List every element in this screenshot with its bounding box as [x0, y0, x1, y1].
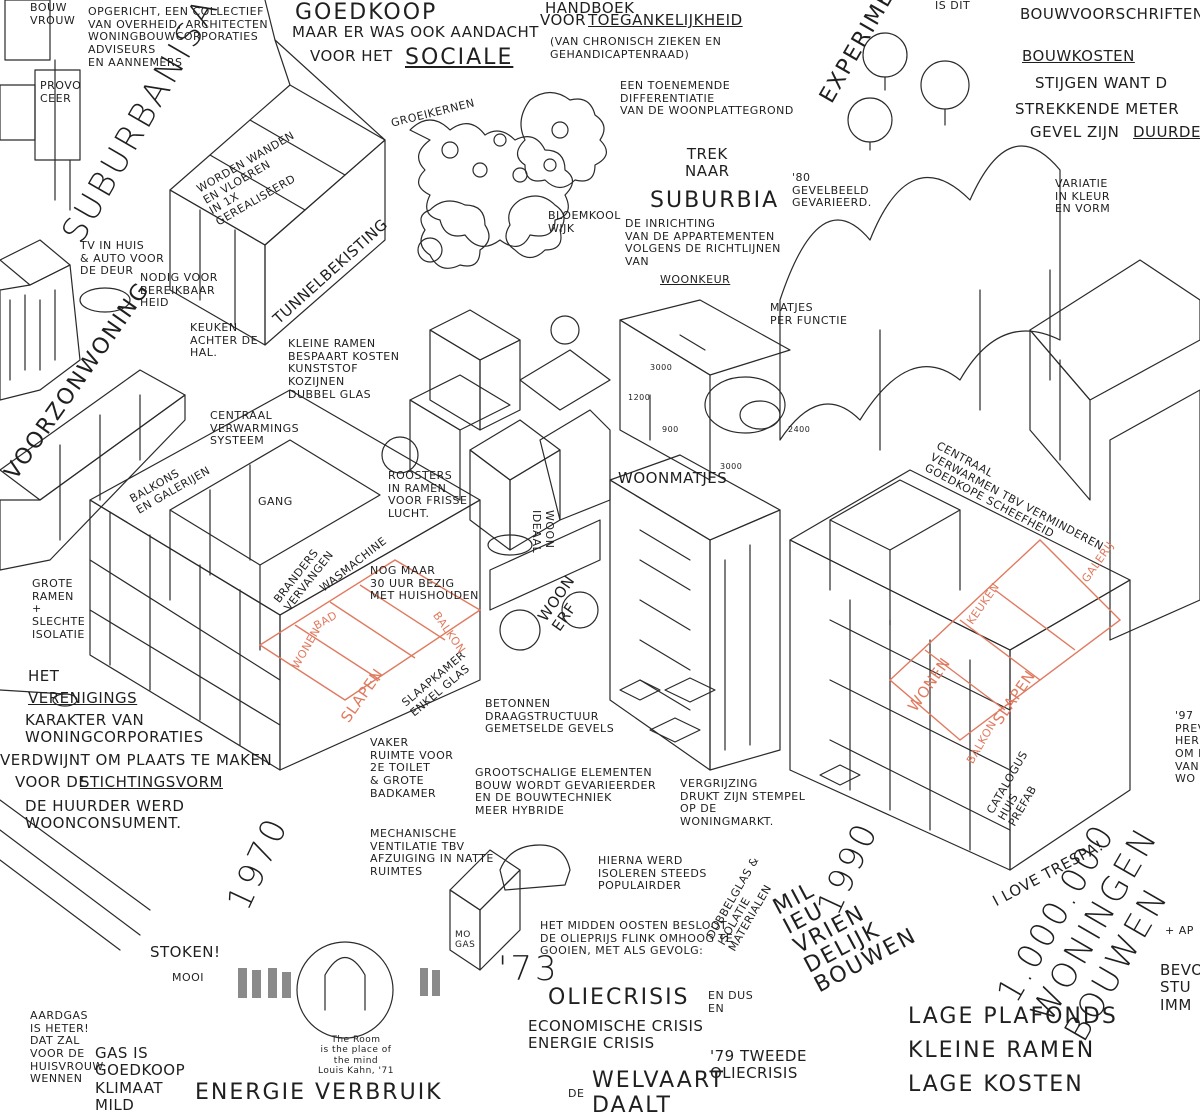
long-slab-building	[0, 369, 186, 571]
label-en-dus: EN DUS EN	[708, 989, 754, 1015]
gallery-flat	[89, 389, 481, 771]
label-bevo: BEVO STU IMM	[1160, 961, 1200, 1014]
label-woonmatjes: WOONMATJES	[618, 469, 728, 487]
label-woonideaal: WOON IDEAAL	[530, 510, 556, 554]
label-hierna: HIERNA WERD ISOLEREN STEEDS POPULAIRDER	[598, 854, 707, 893]
wave-roof-row	[779, 145, 1061, 451]
experimental-domes	[847, 32, 970, 151]
dim-900: 900	[662, 425, 679, 434]
label-grootschalige: GROOTSCHALIGE ELEMENTEN BOUW WORDT GEVAR…	[475, 766, 657, 817]
label-voor-het: VOOR HET	[310, 47, 393, 65]
label-het: HET	[28, 667, 60, 685]
bloemkoolwijk-map	[409, 91, 607, 269]
woonmatjes-tower	[609, 299, 791, 771]
label-gas-goedkoop: GAS IS GOEDKOOP KLIMAAT MILD	[95, 1044, 186, 1114]
dim-2400: 2400	[788, 425, 811, 434]
prefab-block-right	[789, 469, 1131, 871]
label-energie: ENERGIE VERBRUIK	[195, 1080, 443, 1105]
label-nodig-voor: NODIG VOOR BEREIKBAAR HEID	[140, 271, 218, 310]
label-nog-maar: NOG MAAR 30 UUR BEZIG MET HUISHOUDEN	[370, 564, 479, 603]
label-trek-naar: TREK NAAR	[685, 145, 730, 181]
label-variatie: VARIATIE IN KLEUR EN VORM	[1055, 177, 1111, 216]
label-bouwvrouw: BOUW VROUW	[30, 1, 76, 27]
label-woonkeur: WOONKEUR	[660, 273, 731, 286]
label-oliecrisis: OLIECRISIS	[548, 985, 690, 1010]
label-inrichting: DE INRICHTING VAN DE APPARTEMENTEN VOLGE…	[625, 217, 781, 268]
label-year-97: '97 PREVE HERSTR OM DE VAN DE WO	[1175, 709, 1200, 786]
label-goedkoop: GOEDKOOP	[295, 0, 438, 25]
terrace-houses-right	[1029, 259, 1200, 641]
label-roosters: ROOSTERS IN RAMEN VOOR FRISSE LUCHT.	[388, 469, 468, 520]
gas-kiosk	[449, 849, 521, 971]
label-ap: + AP	[1165, 924, 1194, 937]
label-tweede: '79 TWEEDE OLIECRISIS	[710, 1047, 807, 1083]
label-is-dit: IS DIT	[935, 0, 971, 12]
label-the-room: The Room is the place of the mind Louis …	[318, 1035, 394, 1077]
label-strekkende: STREKKENDE METER	[1015, 100, 1180, 118]
label-bouwvoorschriften: BOUWVOORSCHRIFTEN	[1020, 5, 1200, 23]
label-duurder: DUURDE	[1133, 123, 1200, 141]
label-keuken: KEUKEN ACHTER DE HAL.	[190, 321, 259, 360]
label-sociale: SOCIALE	[405, 45, 514, 70]
label-betonnen: BETONNEN DRAAGSTRUCTUUR GEMETSELDE GEVEL…	[485, 697, 615, 736]
label-bouwkosten: BOUWKOSTEN	[1022, 47, 1135, 65]
label-karakter: KARAKTER VAN WONINGCORPORATIES	[25, 711, 204, 747]
label-mo-gas: MO GAS	[455, 930, 476, 951]
label-stijgen: STIJGEN WANT D	[1035, 74, 1168, 92]
people	[238, 968, 440, 998]
floorplans-red	[258, 539, 1122, 741]
label-vaker: VAKER RUIMTE VOOR 2E TOILET & GROTE BADK…	[370, 736, 454, 800]
label-voor: VOOR	[540, 11, 587, 29]
label-gang: GANG	[258, 495, 293, 508]
label-mechanische: MECHANISCHE VENTILATIE TBV AFZUIGING IN …	[370, 827, 494, 878]
dim-1200: 1200	[628, 393, 651, 402]
dim-3000-bottom: 3000	[720, 462, 743, 471]
label-voor-de: VOOR DE	[15, 773, 89, 791]
trees	[381, 237, 599, 651]
label-suburbia: SUBURBIA	[650, 188, 780, 213]
label-year-73: '73	[498, 949, 560, 989]
label-aardgas: AARDGAS IS HETER! DAT ZAL VOOR DE HUISVR…	[30, 1009, 104, 1086]
label-grote-ramen: GROTE RAMEN + SLECHTE ISOLATIE	[32, 577, 86, 641]
label-toenemende: EEN TOENEMENDE DIFFERENTIATIE VAN DE WOO…	[620, 79, 794, 118]
label-midden-oosten: HET MIDDEN OOSTEN BESLOOT DE OLIEPRIJS F…	[540, 919, 734, 958]
label-centraal-verwarmings: CENTRAAL VERWARMINGS SYSTEEM	[210, 409, 300, 448]
label-welvaart: WELVAART DAALT	[592, 1068, 725, 1119]
tunnelbekisting-block	[169, 0, 386, 346]
label-chronisch: (VAN CHRONISCH ZIEKEN EN GEHANDICAPTENRA…	[550, 35, 722, 61]
label-bloemkoolwijk: BLOEMKOOL WIJK	[548, 209, 621, 235]
label-handboek: HANDBOEK	[545, 0, 635, 17]
label-vergrijzing: VERGRIJZING DRUKT ZIJN STEMPEL OP DE WON…	[680, 777, 806, 828]
gas-pipes	[0, 689, 151, 951]
label-provoceer: PROVO CEER	[40, 79, 82, 105]
cars	[79, 287, 571, 891]
label-kleine-ramen: KLEINE RAMEN BESPAART KOSTEN KUNSTSTOF K…	[288, 337, 400, 401]
label-de-welvaart-prefix: DE	[568, 1087, 585, 1100]
label-stichtingsvorm: STICHTINGSVORM	[80, 773, 223, 791]
label-economische: ECONOMISCHE CRISIS ENERGIE CRISIS	[528, 1017, 704, 1053]
label-gevel-zijn: GEVEL ZIJN	[1030, 123, 1120, 141]
protest-signs	[0, 0, 81, 211]
label-verdwijnt: VERDWIJNT OM PLAATS TE MAKEN	[0, 751, 273, 769]
label-stoken: STOKEN!	[150, 943, 221, 961]
label-verenigings: VERENIGINGS	[28, 689, 138, 707]
label-lage: LAGE PLAFONDS KLEINE RAMEN LAGE KOSTEN	[908, 1004, 1118, 1098]
label-tv-in-huis: TV IN HUIS & AUTO VOOR DE DEUR	[80, 239, 165, 278]
label-matjes: MATJES PER FUNCTIE	[770, 301, 848, 327]
the-room-arch	[296, 941, 394, 1039]
label-maar-er-was: MAAR ER WAS OOK AANDACHT	[292, 23, 539, 41]
row-houses-left	[0, 239, 81, 401]
label-toegankelijkheid: TOEGANKELIJKHEID	[588, 11, 743, 29]
cafe-umbrellas	[619, 677, 861, 786]
houses-cluster	[409, 309, 611, 611]
dim-3000-top: 3000	[650, 363, 673, 372]
label-opgericht: OPGERICHT, EEN COLLECTIEF VAN OVERHEID, …	[88, 5, 269, 69]
label-mooi: MOOI	[172, 971, 205, 984]
label-gevelbeeld: '80 GEVELBEELD GEVARIEERD.	[792, 171, 872, 210]
label-de-huurder: DE HUURDER WERD WOONCONSUMENT.	[25, 797, 185, 833]
